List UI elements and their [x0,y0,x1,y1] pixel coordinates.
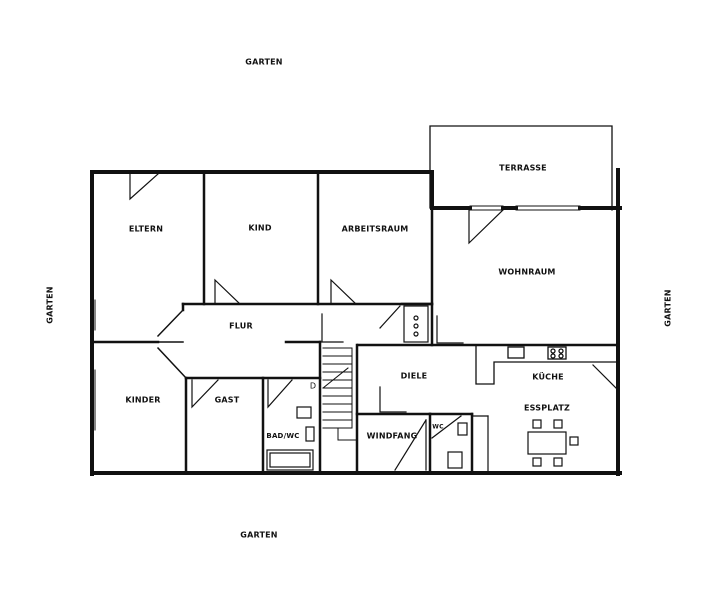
flur-outline [156,308,188,380]
room-windfang: WINDFANG [366,431,418,441]
label-garten-left: GARTEN [45,286,55,324]
dining-set [527,419,579,467]
windows [94,205,581,431]
room-terrasse: TERRASSE [499,163,547,173]
door-swings [129,171,617,471]
room-wohnraum: WOHNRAUM [498,267,556,277]
room-gast: GAST [214,395,240,405]
room-kinder: KINDER [125,395,161,405]
label-garten-bottom: GARTEN [240,530,278,540]
room-eltern: ELTERN [128,224,164,234]
room-arbeitsraum: ARBEITSRAUM [341,224,409,234]
kitchen-counter [475,344,619,385]
label-garten-right: GARTEN [663,289,673,327]
room-wc: WC [432,423,444,431]
room-kind: KIND [248,223,272,233]
staircase [322,347,357,441]
room-flur: FLUR [229,321,253,331]
label-garten-top: GARTEN [245,57,283,67]
room-essplatz: ESSPLATZ [523,403,571,413]
room-kueche: KÜCHE [532,372,564,382]
terrace-outline [429,125,613,211]
stair-marker: D [309,381,317,391]
bath-fixtures [266,406,315,471]
sink [403,305,429,343]
wc-fixtures [447,415,489,474]
interior-walls [90,170,620,475]
room-bad-wc: BAD/WC [266,432,300,440]
room-diele: DIELE [400,371,428,381]
